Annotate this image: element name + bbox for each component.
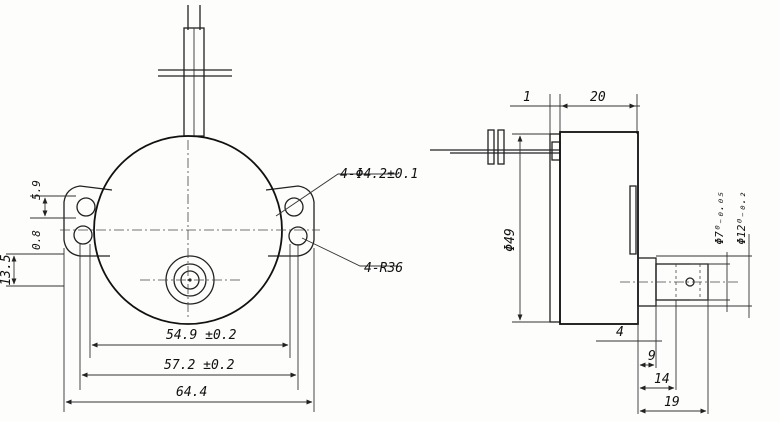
side-view: 1 20 Φ49 [430, 90, 752, 414]
label-body-dia: Φ49 [503, 228, 518, 251]
label-ear-height: 13.5 [0, 254, 14, 285]
label-overall-width: 64.4 [176, 385, 207, 400]
mounting-ear-right [265, 185, 315, 257]
label-hole-dist-outer: 57.2 ±0.2 [164, 358, 235, 373]
mounting-ear-left [63, 185, 113, 257]
label-d14: 14 [654, 372, 670, 387]
label-hole-dia: 4-Φ4.2±0.1 [340, 167, 418, 182]
label-body-depth: 20 [590, 90, 606, 105]
label-d4: 4 [616, 325, 624, 340]
side-body [559, 131, 639, 325]
label-hole-offset-small: 0.8 [30, 230, 43, 250]
label-hole-offset-top: 5.9 [30, 180, 43, 200]
label-d19: 19 [664, 395, 680, 410]
label-ear-radius: 4-R36 [364, 261, 403, 276]
label-flange-thk: 1 [523, 90, 531, 105]
mount-hole-top-right [284, 197, 304, 217]
label-boss-dia: Φ12⁰₋₀.₂ [735, 192, 748, 245]
side-lead-wire [430, 129, 561, 165]
mount-hole-top-left [76, 197, 96, 217]
label-shaft-dia: Φ7⁰₋₀.₀₅ [713, 192, 726, 245]
label-hole-dist-inner: 54.9 ±0.2 [166, 328, 237, 343]
label-d9: 9 [648, 349, 656, 364]
leader-ear-radius [301, 237, 398, 267]
mount-hole-bottom-left [73, 225, 93, 245]
side-flange [549, 133, 561, 323]
front-view: 4-Φ4.2±0.1 4-R36 54.9 ±0.2 57.2 ±0.2 64.… [0, 5, 418, 412]
leader-hole-dia [275, 173, 398, 217]
lead-wires [158, 5, 232, 137]
